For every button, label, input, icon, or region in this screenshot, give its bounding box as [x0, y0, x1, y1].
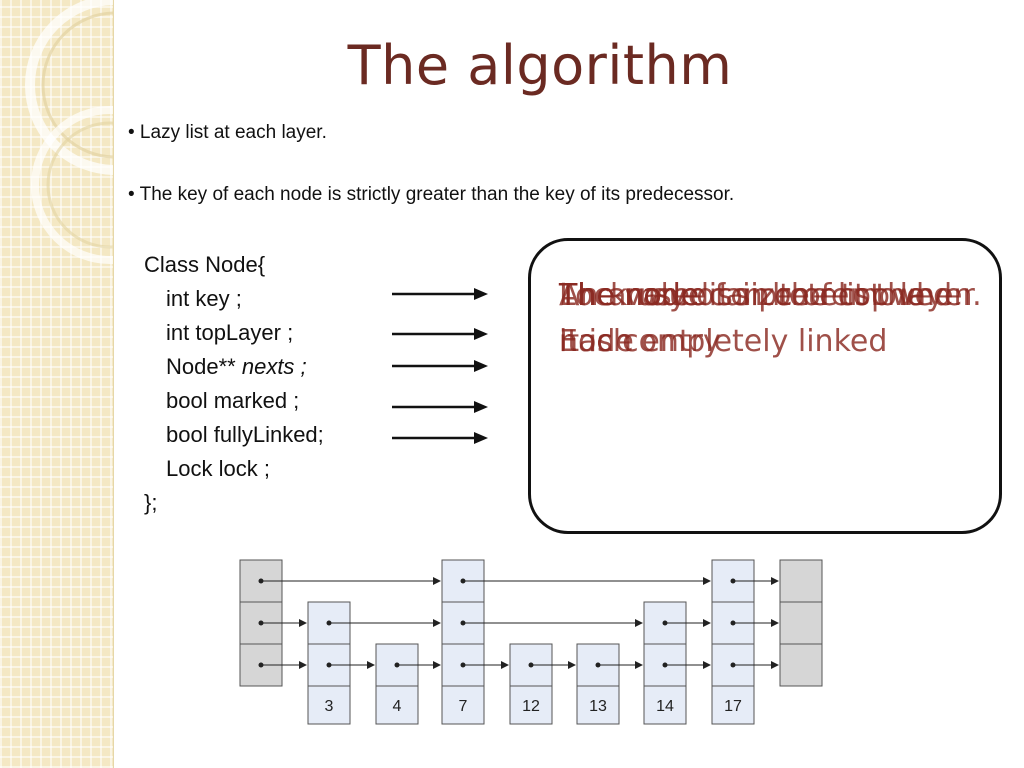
code-nexts-type: Node** — [166, 354, 242, 379]
node-13: 13 — [576, 643, 620, 725]
arrow-icon — [392, 401, 488, 413]
slide-title: The algorithm — [347, 34, 733, 97]
arrow-icon — [392, 288, 488, 300]
callout-text-marked: The node can be removed — [559, 278, 953, 313]
node-key-label: 7 — [459, 698, 468, 715]
code-line-toplayer: int topLayer ; — [166, 320, 294, 345]
node-14: 14 — [643, 601, 687, 725]
node-3: 3 — [307, 601, 351, 725]
node-key-label: 17 — [724, 698, 742, 715]
bullet-key-ordering: • The key of each node is strictly great… — [128, 184, 735, 205]
node-key-label: 13 — [589, 698, 607, 715]
tail-sentinel — [779, 559, 823, 687]
code-line-marked: bool marked ; — [166, 388, 300, 413]
node-17: 17 — [711, 559, 755, 725]
node-key-label: 12 — [522, 698, 540, 715]
callout-text-lock: Lock used to protect the node — [559, 278, 925, 359]
code-line-class: Class Node{ — [144, 252, 266, 277]
code-nexts-name: nexts ; — [241, 354, 307, 379]
code-line-lock: Lock lock ; — [166, 456, 270, 481]
callout-box: The value An array of size of top layer.… — [528, 238, 1002, 534]
decorative-sidebar — [0, 0, 114, 768]
decorative-rings — [25, 0, 113, 264]
code-line-key: int key ; — [166, 286, 242, 311]
arrow-icon — [392, 432, 488, 444]
links — [261, 577, 779, 669]
node-12: 12 — [509, 643, 553, 725]
callout-text-fullylinked: The node is in the list when it is compl… — [559, 278, 973, 359]
node-key-label: 14 — [656, 698, 674, 715]
callout-text-array: An array of size of top layer. Each entr… — [559, 278, 982, 359]
code-line-nexts: Node** nexts ; — [144, 350, 324, 384]
callout-text-value: The value — [559, 278, 707, 313]
node-key-label: 4 — [393, 698, 402, 715]
skiplist-diagram: 3 4 7 12 — [239, 559, 823, 725]
code-line-close: }; — [144, 490, 158, 515]
code-line-fullylinked: bool fullyLinked; — [166, 422, 324, 447]
node-4: 4 — [375, 643, 419, 725]
code-block: Class Node{ int key ; int topLayer ; Nod… — [144, 248, 324, 520]
bullet-lazy-list: • Lazy list at each layer. — [128, 122, 327, 143]
arrow-icon — [392, 328, 488, 340]
node-7: 7 — [441, 559, 485, 725]
arrow-icon — [392, 360, 488, 372]
node-key-label: 3 — [325, 698, 334, 715]
